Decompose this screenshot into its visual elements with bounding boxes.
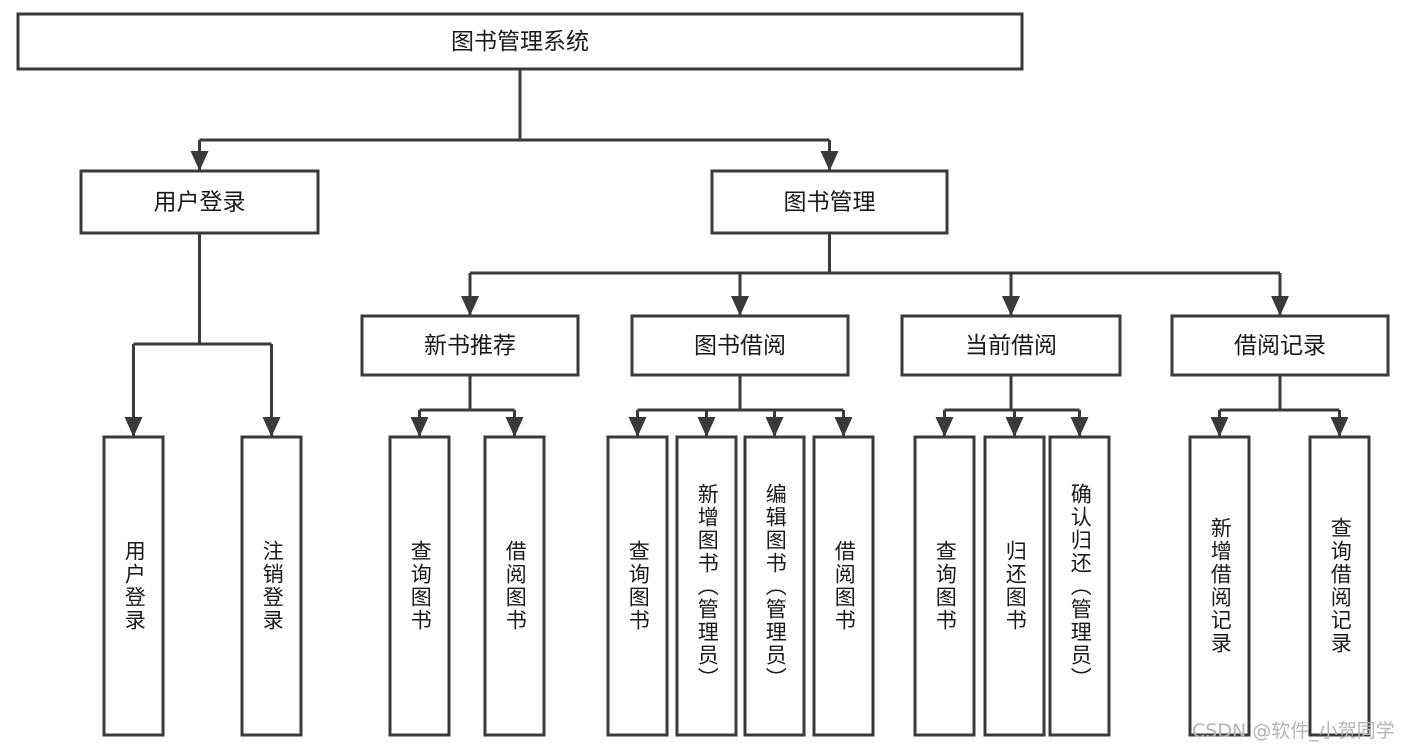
node-box-layer [16,12,1390,737]
arrow-head-icon-leaf-6 [765,417,784,437]
node-box-leaf-10[interactable] [1048,435,1111,737]
node-label-level3-1: 图书借阅 [694,333,786,359]
arrow-head-icon-leaf-5 [697,417,716,437]
arrow-head-icon-level3-1 [731,296,749,316]
node-label-root: 图书管理系统 [451,29,589,55]
node-box-root[interactable] [16,12,1024,71]
node-box-leaf-5[interactable] [675,435,738,737]
arrow-head-icon-leaf-1 [262,417,281,437]
arrow-head-icon-level2-1 [820,151,839,171]
arrow-head-icon-level3-3 [1271,296,1289,316]
node-box-leaf-0[interactable] [102,435,165,737]
node-label-level2-0: 用户登录 [154,190,246,216]
node-box-leaf-9[interactable] [983,435,1046,737]
arrow-head-icon-level3-2 [1002,296,1020,316]
node-box-leaf-1[interactable] [240,435,303,737]
node-box-level3-1[interactable] [630,314,850,377]
arrow-head-icon-leaf-7 [834,417,853,437]
node-box-level3-0[interactable] [360,314,580,377]
connector-layer [124,69,1349,437]
node-box-level3-3[interactable] [1170,314,1390,377]
node-box-leaf-2[interactable] [388,435,451,737]
node-box-leaf-8[interactable] [913,435,976,737]
node-box-leaf-7[interactable] [812,435,875,737]
node-box-leaf-4[interactable] [606,435,669,737]
arrow-head-icon-leaf-3 [505,417,524,437]
node-label-level3-2: 当前借阅 [965,333,1057,359]
node-box-level2-0[interactable] [79,169,320,235]
arrow-head-icon-leaf-2 [410,417,429,437]
node-box-leaf-11[interactable] [1188,435,1251,737]
node-box-level3-2[interactable] [900,314,1122,377]
node-label-level3-0: 新书推荐 [424,333,516,359]
node-label-level2-1: 图书管理 [784,190,876,216]
node-box-leaf-3[interactable] [483,435,546,737]
arrow-head-icon-leaf-12 [1330,417,1349,437]
arrow-head-icon-leaf-10 [1070,417,1089,437]
node-box-level2-1[interactable] [710,169,949,235]
arrow-head-icon-level2-0 [190,151,209,171]
arrow-head-icon-leaf-11 [1210,417,1229,437]
arrow-head-icon-leaf-9 [1005,417,1024,437]
arrow-head-icon-level3-0 [461,296,479,316]
node-label-level3-3: 借阅记录 [1234,333,1326,359]
arrow-head-icon-leaf-0 [124,417,143,437]
arrow-head-icon-leaf-4 [628,417,647,437]
node-box-leaf-12[interactable] [1308,435,1371,737]
csdn-watermark: CSDN @软件_小贺同学 [1192,720,1395,742]
node-box-leaf-6[interactable] [743,435,806,737]
arrow-head-icon-leaf-8 [935,417,954,437]
